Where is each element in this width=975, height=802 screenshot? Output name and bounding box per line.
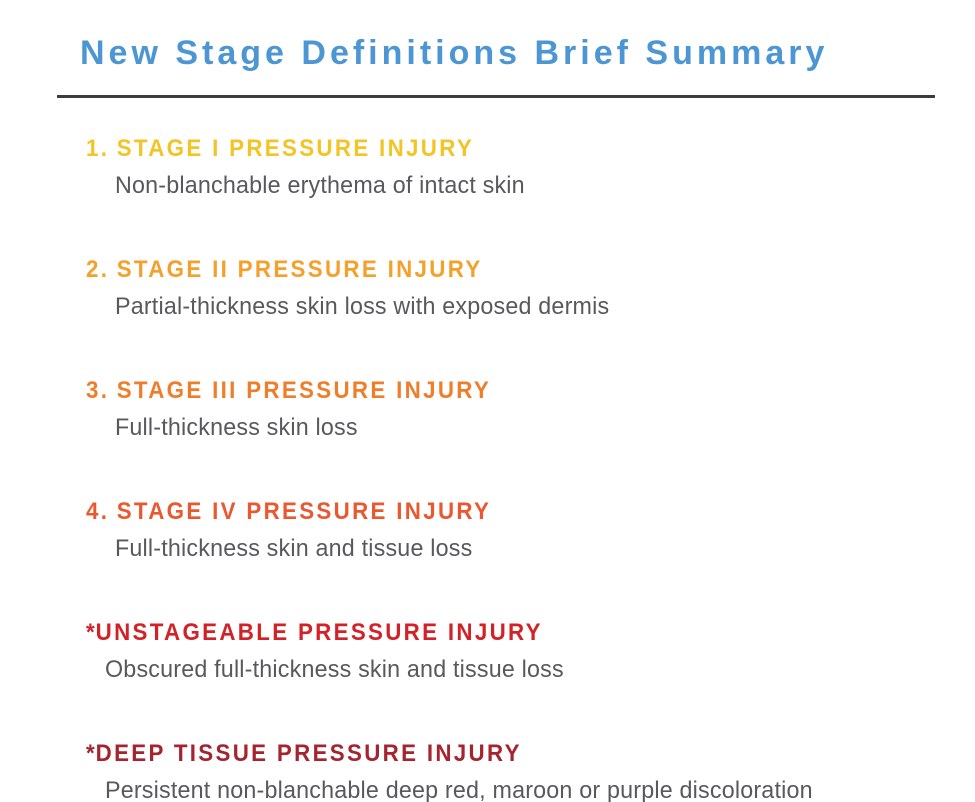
stage-1-description: Non-blanchable erythema of intact skin: [115, 172, 525, 200]
stage-item-unstageable: *UNSTAGEABLE PRESSURE INJURY Obscured fu…: [86, 618, 975, 685]
stage-3-description: Full-thickness skin loss: [115, 414, 358, 442]
deep-tissue-heading: *DEEP TISSUE PRESSURE INJURY: [86, 739, 913, 769]
stage-2-description: Partial-thickness skin loss with exposed…: [115, 293, 610, 321]
deep-tissue-title: DEEP TISSUE PRESSURE INJURY: [95, 740, 522, 768]
unstageable-heading: *UNSTAGEABLE PRESSURE INJURY: [86, 618, 913, 648]
stage-4-number: 4.: [86, 498, 110, 526]
stage-1-title: STAGE I PRESSURE INJURY: [116, 135, 475, 163]
stage-definitions-list: 1.STAGE I PRESSURE INJURY Non-blanchable…: [0, 134, 975, 802]
stage-item-3: 3.STAGE III PRESSURE INJURY Full-thickne…: [86, 376, 975, 443]
stage-2-title: STAGE II PRESSURE INJURY: [116, 256, 483, 284]
page-title: New Stage Definitions Brief Summary: [80, 34, 829, 72]
asterisk-marker: *: [86, 619, 95, 647]
unstageable-title: UNSTAGEABLE PRESSURE INJURY: [95, 619, 543, 647]
stage-4-heading: 4.STAGE IV PRESSURE INJURY: [86, 497, 913, 527]
stage-4-description: Full-thickness skin and tissue loss: [115, 535, 473, 563]
title-divider: [57, 95, 935, 99]
stage-1-number: 1.: [86, 135, 110, 163]
page-header: New Stage Definitions Brief Summary: [0, 0, 975, 73]
stage-2-heading: 2.STAGE II PRESSURE INJURY: [86, 255, 913, 285]
stage-item-1: 1.STAGE I PRESSURE INJURY Non-blanchable…: [86, 134, 975, 201]
stage-3-title: STAGE III PRESSURE INJURY: [116, 377, 492, 405]
stage-4-title: STAGE IV PRESSURE INJURY: [116, 498, 492, 526]
stage-item-4: 4.STAGE IV PRESSURE INJURY Full-thicknes…: [86, 497, 975, 564]
stage-3-heading: 3.STAGE III PRESSURE INJURY: [86, 376, 913, 406]
asterisk-marker: *: [86, 740, 95, 768]
stage-1-heading: 1.STAGE I PRESSURE INJURY: [86, 134, 913, 164]
stage-item-2: 2.STAGE II PRESSURE INJURY Partial-thick…: [86, 255, 975, 322]
stage-3-number: 3.: [86, 377, 110, 405]
stage-2-number: 2.: [86, 256, 110, 284]
unstageable-description: Obscured full-thickness skin and tissue …: [105, 656, 564, 684]
stage-item-deep-tissue: *DEEP TISSUE PRESSURE INJURY Persistent …: [86, 739, 975, 802]
deep-tissue-description: Persistent non-blanchable deep red, maro…: [105, 777, 813, 802]
